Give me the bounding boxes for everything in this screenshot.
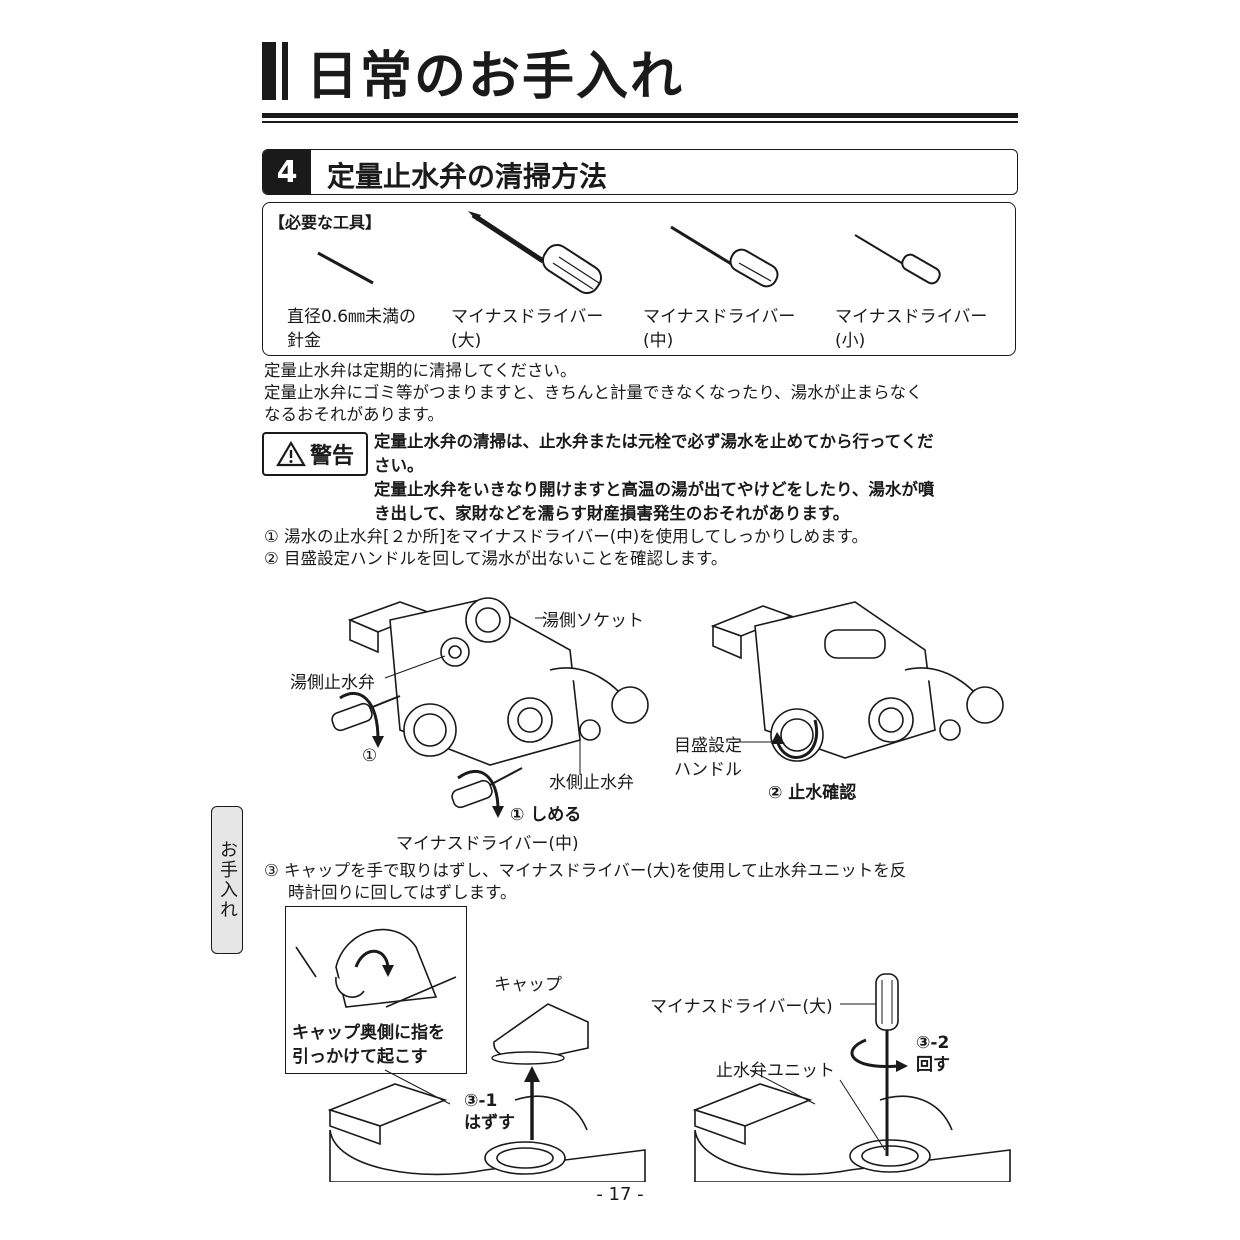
- callout-box: キャップ奥側に指を引っかけて起こす: [285, 906, 467, 1074]
- label-cold-valve: 水側止水弁: [549, 773, 634, 793]
- label-confirm: ② 止水確認: [768, 783, 857, 803]
- label-driver-mid: マイナスドライバー(中): [396, 834, 579, 854]
- tool-label-wire: 直径0.6㎜未満の針金: [287, 307, 417, 351]
- screwdriver-medium-icon: [670, 225, 779, 288]
- tool-illustrations: [317, 211, 941, 295]
- section-number: 4: [263, 150, 311, 194]
- driver-handle: [875, 973, 899, 1031]
- label-circle-1: ①: [362, 746, 378, 766]
- label-cap: キャップ: [494, 975, 562, 995]
- tools-heading: 【必要な工具】: [269, 213, 382, 232]
- cap-shape: [824, 629, 886, 659]
- step-3: ③ キャップを手で取りはずし、マイナスドライバー(大)を使用して止水弁ユニットを…: [264, 861, 907, 902]
- lift-arrow-icon: [354, 949, 390, 968]
- screwdriver-left-icon: [331, 692, 401, 748]
- callout-text: キャップ奥側に指を引っかけて起こす: [292, 1023, 445, 1067]
- screwdriver-bottom-icon: [451, 767, 523, 818]
- label-tighten: ① しめる: [510, 805, 582, 825]
- label-driver-big: マイナスドライバー(大): [650, 997, 833, 1017]
- faucet-figure-right: [710, 601, 1004, 762]
- side-tab: お手入れ: [211, 806, 243, 954]
- warning-badge: 警告: [262, 432, 368, 476]
- tool-label-small: マイナスドライバー(小): [835, 307, 988, 351]
- tool-label-medium: マイナスドライバー(中): [643, 307, 796, 351]
- cap-figure: [491, 1003, 589, 1140]
- knob-right: [611, 686, 649, 724]
- page-number: - 17 -: [596, 1184, 644, 1205]
- title-rule-thin: [262, 121, 1018, 123]
- valve-unit-figure: [692, 973, 1011, 1182]
- tool-label-large: マイナスドライバー(大): [451, 307, 604, 351]
- intro-text: 定量止水弁は定期的に清掃してください。 定量止水弁にゴミ等がつまりますと、きちん…: [264, 361, 923, 424]
- side-tab-label: お手入れ: [217, 840, 238, 920]
- page-title-block: 日常のお手入れ: [262, 40, 684, 107]
- tools-box: 【必要な工具】 直径0.6㎜未満の針金 マイナスドライバー(大) マイナスドライ…: [262, 202, 1016, 356]
- label-hot-socket: 湯側ソケット: [542, 611, 644, 631]
- section-heading: 4 定量止水弁の清掃方法: [262, 149, 1018, 195]
- label-hot-valve: 湯側止水弁: [290, 673, 375, 693]
- rotate-ccw-arrow-icon: [850, 1038, 899, 1069]
- screwdriver-small-icon: [854, 234, 941, 285]
- title-bars: [262, 42, 288, 100]
- rotate-arrow-icon: [775, 719, 819, 759]
- title-rule: [262, 113, 1018, 118]
- step-1: ① 湯水の止水弁[２か所]をマイナスドライバー(中)を使用してしっかりしめます。: [264, 527, 868, 546]
- section-title: 定量止水弁の清掃方法: [327, 160, 608, 193]
- finger-illustration: [295, 928, 457, 1008]
- step-2: ② 目盛設定ハンドルを回して湯水が出ないことを確認します。: [264, 549, 728, 568]
- warning-triangle-icon: [276, 441, 306, 467]
- label-valve-unit: 止水弁ユニット: [716, 1061, 835, 1081]
- page-title: 日常のお手入れ: [306, 46, 685, 107]
- screwdriver-large-icon: [468, 211, 603, 295]
- steps-1-2: ① 湯水の止水弁[２か所]をマイナスドライバー(中)を使用してしっかりしめます。…: [264, 526, 1024, 570]
- cap-shape: [493, 1003, 589, 1060]
- warning-text: 定量止水弁の清掃は、止水弁または元栓で必ず湯水を止めてから行ってくだ さい。 定…: [374, 432, 935, 523]
- faucet-figure-left: [331, 597, 649, 818]
- warning-label: 警告: [309, 444, 354, 469]
- label-dial-handle: 目盛設定ハンドル: [674, 736, 742, 780]
- wire-icon: [317, 251, 374, 285]
